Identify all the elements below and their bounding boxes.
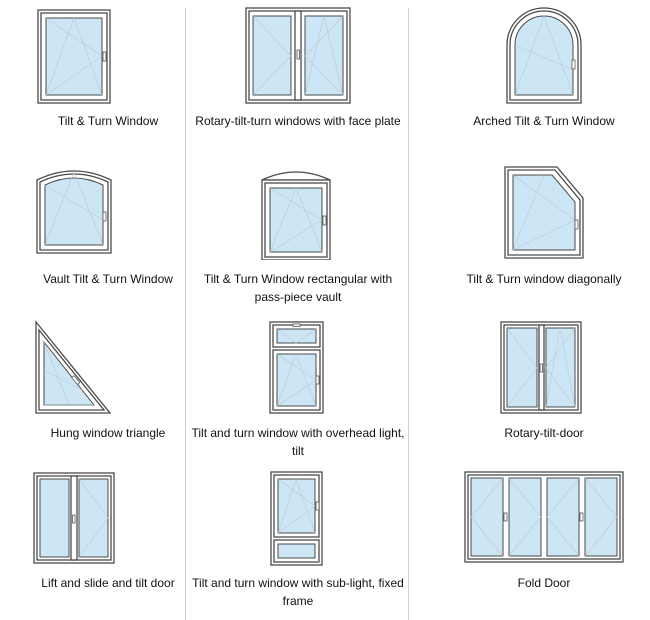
sub-light-window-icon <box>270 471 323 566</box>
rotary-tilt-turn-window-icon <box>245 7 351 104</box>
window-card-tilt-turn[interactable]: Tilt & Turn Window <box>0 0 216 150</box>
diagonal-window-icon <box>504 166 584 259</box>
window-card-lift-slide[interactable]: Lift and slide and tilt door <box>0 460 216 620</box>
rotary-tilt-door-icon <box>500 321 582 414</box>
window-label: Tilt & Turn window diagonally <box>466 272 622 286</box>
window-card-overhead-light[interactable]: Tilt and turn window with overhead light… <box>190 310 406 460</box>
lift-slide-door-icon <box>33 472 115 564</box>
window-label: Arched Tilt & Turn Window <box>473 114 615 128</box>
window-label: Tilt and turn window with overhead light… <box>191 426 405 458</box>
column-divider-right <box>408 8 409 620</box>
tilt-turn-window-icon <box>37 9 111 104</box>
overhead-light-window-icon <box>269 321 324 414</box>
window-label: Hung window triangle <box>50 426 166 440</box>
window-label: Tilt and turn window with sub-light, fix… <box>192 576 404 608</box>
window-label: Rotary-tilt-door <box>504 426 584 440</box>
triangle-window-icon <box>35 320 112 414</box>
pass-piece-vault-window-icon <box>261 171 331 260</box>
window-card-sub-light[interactable]: Tilt and turn window with sub-light, fix… <box>190 460 406 620</box>
window-label: Fold Door <box>517 576 571 590</box>
window-card-triangle[interactable]: Hung window triangle <box>0 310 216 460</box>
window-card-diagonal[interactable]: Tilt & Turn window diagonally <box>436 150 650 310</box>
window-label: Tilt & Turn Window <box>57 114 159 128</box>
window-card-arched[interactable]: Arched Tilt & Turn Window <box>436 0 650 150</box>
vault-window-icon <box>36 170 112 254</box>
window-card-pass-piece-vault[interactable]: Tilt & Turn Window rectangular with pass… <box>190 150 406 310</box>
window-card-rotary-tilt-door[interactable]: Rotary-tilt-door <box>436 310 650 460</box>
window-card-fold-door[interactable]: Fold Door <box>436 460 650 620</box>
window-label: Tilt & Turn Window rectangular with pass… <box>203 272 393 304</box>
window-label: Rotary-tilt-turn windows with face plate <box>195 114 401 128</box>
window-card-vault[interactable]: Vault Tilt & Turn Window <box>0 150 216 310</box>
arched-window-icon <box>506 7 582 104</box>
window-card-rotary-tilt-turn[interactable]: Rotary-tilt-turn windows with face plate <box>190 0 406 150</box>
column-divider-left <box>185 8 186 620</box>
fold-door-icon <box>464 471 624 563</box>
window-label: Lift and slide and tilt door <box>41 576 175 590</box>
window-label: Vault Tilt & Turn Window <box>43 272 173 286</box>
